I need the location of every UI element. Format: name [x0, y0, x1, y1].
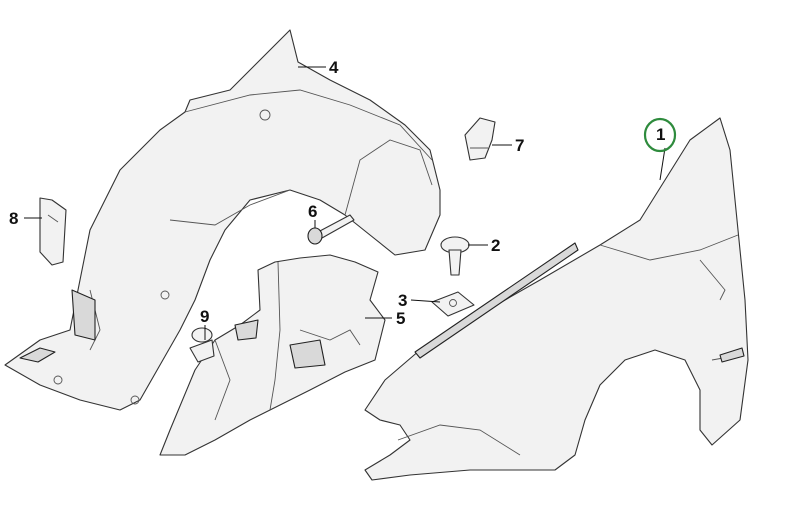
callout-2: 2	[491, 236, 500, 255]
inner-shield	[159, 254, 386, 456]
collar-screw	[440, 236, 470, 276]
callout-8: 8	[9, 209, 18, 228]
leader-lines	[24, 66, 666, 340]
front-fender	[364, 117, 749, 481]
callout-3: 3	[398, 291, 407, 310]
expanding-clip	[464, 117, 496, 161]
callout-7: 7	[515, 136, 524, 155]
wheel-arch-liner	[4, 29, 441, 411]
callout-6: 6	[308, 202, 317, 221]
callout-1: 1	[656, 125, 665, 144]
callout-4: 4	[329, 58, 339, 77]
bracket	[39, 197, 67, 266]
push-rivet	[189, 327, 215, 363]
highlight-ring	[643, 117, 677, 153]
seal-strip	[414, 242, 579, 359]
clip-nut	[431, 291, 475, 317]
callout-9: 9	[200, 307, 209, 326]
callout-5: 5	[396, 309, 405, 328]
